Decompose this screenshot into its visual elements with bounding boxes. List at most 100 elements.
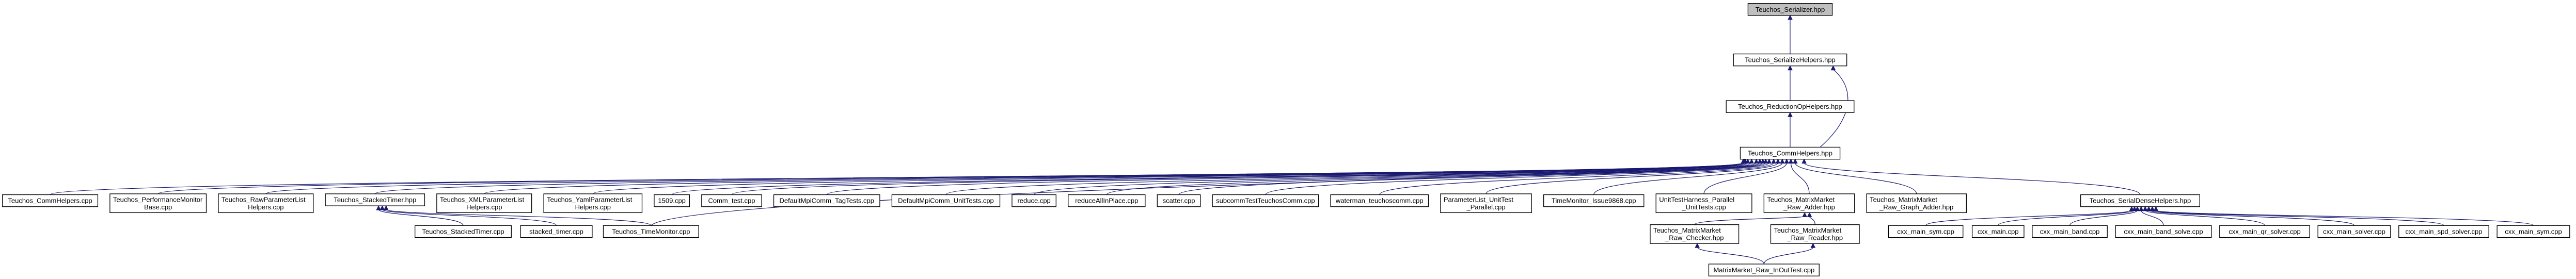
node-label: DefaultMpiComm_TagTests.cpp bbox=[779, 197, 874, 205]
file-node[interactable]: Teuchos_MatrixMarket_Raw_Graph_Adder.hpp bbox=[1866, 193, 1967, 214]
file-node[interactable]: reduce.cpp bbox=[1012, 194, 1056, 207]
node-box bbox=[654, 194, 690, 207]
node-box bbox=[1212, 194, 1319, 207]
node-box bbox=[1157, 194, 1201, 207]
file-node[interactable]: 1509.cpp bbox=[654, 194, 690, 207]
node-box bbox=[1068, 194, 1146, 207]
node-label: Teuchos_XMLParameterList bbox=[440, 195, 525, 203]
file-node[interactable]: ParameterList_UnitTest_Parallel.cpp bbox=[1440, 193, 1532, 214]
node-label: cxx_main_qr_solver.cpp bbox=[2229, 227, 2300, 235]
node-box bbox=[2219, 225, 2310, 238]
file-node[interactable]: cxx_main_band.cpp bbox=[2032, 225, 2108, 238]
file-node[interactable]: Teuchos_MatrixMarket_Raw_Checker.hpp bbox=[1650, 224, 1740, 244]
edge-line bbox=[1697, 247, 1764, 265]
dependency-edge bbox=[1792, 158, 1917, 194]
edge-line bbox=[1106, 162, 1763, 195]
file-node[interactable]: cxx_main_sym.cpp bbox=[2496, 225, 2570, 238]
node-box bbox=[2080, 194, 2200, 207]
edge-arrowhead bbox=[1771, 158, 1776, 164]
file-node[interactable]: Teuchos_StackedTimer.cpp bbox=[415, 225, 512, 238]
dependency-edge bbox=[1807, 212, 1815, 225]
file-node[interactable]: cxx_main_solver.cpp bbox=[2317, 225, 2391, 238]
edge-line bbox=[945, 162, 1757, 195]
file-nodes: Teuchos_Serializer.hppTeuchos_SerializeH… bbox=[2, 3, 2570, 276]
edge-arrowhead bbox=[2138, 206, 2144, 211]
file-node[interactable]: Teuchos_TimeMonitor.cpp bbox=[603, 225, 699, 238]
edge-line bbox=[2145, 210, 2265, 226]
file-node[interactable]: stacked_timer.cpp bbox=[520, 225, 593, 238]
node-label: cxx_main_band.cpp bbox=[2040, 227, 2100, 235]
node-box bbox=[1971, 225, 2025, 238]
dependency-edge bbox=[2150, 206, 2444, 226]
file-node[interactable]: reduceAllInPlace.cpp bbox=[1068, 194, 1146, 207]
edge-arrowhead bbox=[1788, 14, 1793, 20]
node-box bbox=[2317, 225, 2391, 238]
edge-arrowhead bbox=[1779, 158, 1785, 164]
file-node[interactable]: subcommTestTeuchosComm.cpp bbox=[1212, 194, 1319, 207]
node-box bbox=[1888, 225, 1964, 238]
node-label: Helpers.cpp bbox=[248, 203, 283, 211]
file-node[interactable]: Teuchos_CommHelpers.cpp bbox=[2, 194, 99, 207]
file-node[interactable]: cxx_main.cpp bbox=[1971, 225, 2025, 238]
file-node[interactable]: Comm_test.cpp bbox=[701, 194, 762, 207]
file-node[interactable]: Teuchos_CommHelpers.hpp bbox=[1740, 146, 1841, 160]
edge-arrowhead bbox=[1784, 158, 1790, 164]
edge-line bbox=[1694, 216, 1805, 225]
node-box bbox=[109, 193, 207, 214]
node-label: Comm_test.cpp bbox=[708, 197, 755, 205]
dependency-edge bbox=[380, 205, 557, 226]
node-box bbox=[325, 193, 425, 206]
edge-arrowhead bbox=[1802, 212, 1807, 217]
node-label: Helpers.cpp bbox=[466, 203, 502, 211]
node-box bbox=[1866, 193, 1967, 214]
edge-line bbox=[1034, 162, 1761, 195]
node-label: waterman_teuchoscomm.cpp bbox=[1335, 197, 1424, 205]
edge-arrowhead bbox=[380, 205, 385, 210]
node-label: Teuchos_Serializer.hpp bbox=[1756, 6, 1825, 13]
edge-line bbox=[1485, 162, 1779, 194]
file-node[interactable]: waterman_teuchoscomm.cpp bbox=[1330, 194, 1429, 207]
edge-line bbox=[1925, 210, 2132, 226]
file-node[interactable]: Teuchos_StackedTimer.hpp bbox=[325, 193, 425, 206]
file-node[interactable]: UnitTestHarness_Parallel_UnitTests.cpp bbox=[1655, 193, 1752, 214]
edge-arrowhead bbox=[2150, 206, 2155, 211]
node-label: _Raw_Checker.hpp bbox=[1665, 234, 1724, 242]
node-box bbox=[1740, 146, 1841, 160]
file-node[interactable]: Teuchos_MatrixMarket_Raw_Reader.hpp bbox=[1770, 224, 1860, 244]
dependency-edge bbox=[1788, 65, 1793, 101]
file-node[interactable]: cxx_main_spd_solver.cpp bbox=[2398, 225, 2489, 238]
node-box bbox=[1733, 53, 1847, 67]
edge-arrowhead bbox=[1763, 158, 1768, 164]
file-node[interactable]: cxx_main_band_solve.cpp bbox=[2115, 225, 2212, 238]
edge-arrowhead bbox=[1792, 158, 1798, 164]
dependency-edge bbox=[1695, 243, 1764, 265]
file-node[interactable]: TimeMonitor_Issue9868.cpp bbox=[1543, 194, 1645, 207]
file-node[interactable]: Teuchos_SerialDenseHelpers.hpp bbox=[2080, 194, 2200, 207]
file-node[interactable]: cxx_main_qr_solver.cpp bbox=[2219, 225, 2310, 238]
node-label: UnitTestHarness_Parallel bbox=[1659, 195, 1734, 203]
file-node[interactable]: scatter.cpp bbox=[1157, 194, 1201, 207]
edge-line bbox=[731, 162, 1748, 195]
node-box bbox=[1543, 194, 1645, 207]
dependency-edge bbox=[1703, 158, 1790, 194]
file-node[interactable]: cxx_main_sym.cpp bbox=[1888, 225, 1964, 238]
file-node[interactable]: DefaultMpiComm_UnitTests.cpp bbox=[891, 194, 1001, 207]
dependency-edge bbox=[376, 205, 464, 226]
node-box bbox=[1655, 193, 1752, 214]
edge-line bbox=[2141, 210, 2164, 226]
file-node[interactable]: Teuchos_ReductionOpHelpers.hpp bbox=[1726, 100, 1855, 113]
node-box bbox=[701, 194, 762, 207]
file-node[interactable]: Teuchos_SerializeHelpers.hpp bbox=[1733, 53, 1847, 67]
edge-line bbox=[2152, 210, 2444, 226]
file-node[interactable]: Teuchos_MatrixMarket_Raw_Adder.hpp bbox=[1763, 193, 1855, 214]
edge-arrowhead bbox=[1801, 158, 1807, 164]
edge-line bbox=[2155, 210, 2534, 226]
node-label: cxx_main_sym.cpp bbox=[1897, 227, 1954, 235]
file-node[interactable]: MatrixMarket_Raw_InOutTest.cpp bbox=[1708, 264, 1820, 276]
node-box bbox=[1012, 194, 1056, 207]
file-node[interactable]: DefaultMpiComm_TagTests.cpp bbox=[773, 194, 880, 207]
